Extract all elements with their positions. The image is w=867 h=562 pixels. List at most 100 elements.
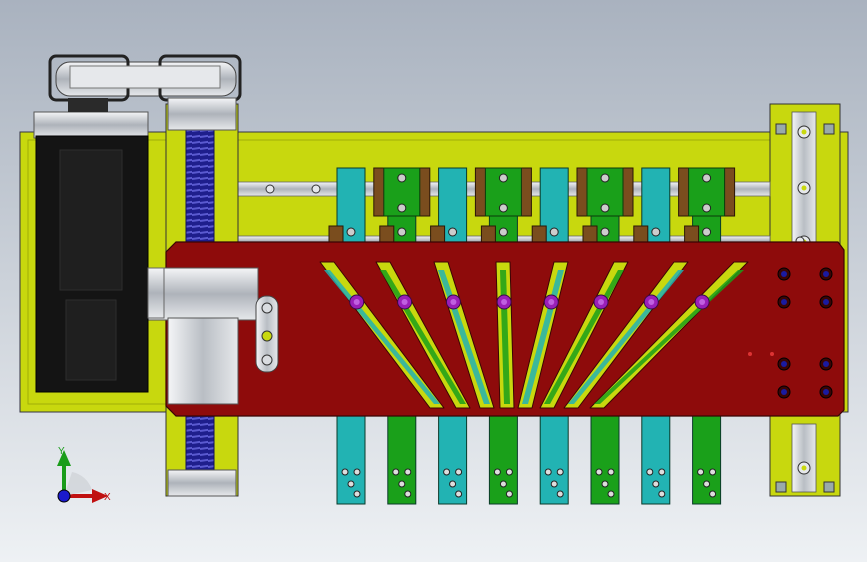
finger-hole — [505, 468, 513, 476]
cam-plate-bolt-head — [781, 271, 787, 277]
carriage-bolt — [702, 173, 712, 183]
rail-bolt — [265, 184, 275, 194]
cam-plate-bolt-head — [781, 299, 787, 305]
finger-hole — [404, 468, 412, 476]
finger-bolt — [651, 227, 661, 237]
finger-bolt — [600, 227, 610, 237]
right-rail-lower — [791, 423, 817, 493]
triad-arc-icon — [64, 472, 92, 496]
axis-x-label: X — [104, 492, 111, 503]
column-screw — [775, 481, 787, 493]
column-screw — [823, 123, 835, 135]
cam-follower-pin-core — [699, 299, 706, 305]
finger-hole — [544, 468, 552, 476]
carriage-bolt — [702, 203, 712, 213]
finger-hole — [709, 468, 717, 476]
finger-hole — [607, 490, 615, 498]
finger-hole — [392, 468, 400, 476]
finger-bolt — [448, 227, 458, 237]
cam-plate-bolt-head — [781, 361, 787, 367]
finger-hole — [709, 490, 717, 498]
axis-y-arrowhead-icon — [57, 450, 71, 466]
right-rail-upper — [791, 111, 817, 243]
coordinate-triad: Y X — [57, 446, 111, 503]
finger-hole — [658, 468, 666, 476]
finger-lower — [387, 415, 417, 505]
lower-slider-tab — [328, 225, 344, 243]
finger-hole — [449, 480, 457, 488]
rail-bolt — [311, 184, 321, 194]
finger-hole — [697, 468, 705, 476]
finger-bolt — [549, 227, 559, 237]
screw-top-bearing — [167, 97, 237, 131]
link-bolt — [261, 302, 273, 314]
carriage-bolt — [397, 203, 407, 213]
finger-bolt — [498, 227, 508, 237]
cam-plate-bolt-head — [823, 299, 829, 305]
finger-hole — [658, 490, 666, 498]
servo-motor-fin — [59, 149, 123, 291]
right-rail-bolt-core — [801, 465, 807, 471]
finger-hole — [499, 480, 507, 488]
column-screw — [823, 481, 835, 493]
motor-shaft-coupling — [68, 98, 108, 112]
finger-assembly — [328, 167, 736, 505]
finger-bolt — [346, 227, 356, 237]
finger-hole — [455, 490, 463, 498]
right-rail-bolt-core — [801, 185, 807, 191]
lower-slider-tab — [633, 225, 649, 243]
finger-lower — [336, 415, 366, 505]
finger-hole — [550, 480, 558, 488]
cam-plate-marker — [748, 352, 752, 356]
finger-hole — [646, 468, 654, 476]
finger-hole — [341, 468, 349, 476]
cam-follower-pin-core — [548, 299, 555, 305]
cam-pins — [349, 294, 710, 310]
finger-bolt — [397, 227, 407, 237]
finger-hole — [404, 490, 412, 498]
servo-motor-fin — [65, 299, 117, 381]
finger-hole — [556, 490, 564, 498]
finger-lower — [692, 415, 722, 505]
lower-slider-tab — [684, 225, 700, 243]
finger-lower — [641, 415, 671, 505]
finger-hole — [347, 480, 355, 488]
axis-y-label: Y — [58, 446, 65, 457]
finger-hole — [455, 468, 463, 476]
cam-plate-bolt-head — [823, 361, 829, 367]
cam-follower-pin-core — [648, 299, 655, 305]
carriage-bolt — [498, 173, 508, 183]
cam-follower-pin-core — [598, 299, 605, 305]
finger-hole — [652, 480, 660, 488]
cam-plate-bolt-head — [781, 389, 787, 395]
cam-plate-bolts — [748, 267, 833, 399]
cam-follower-pin-core — [450, 299, 457, 305]
cam-plate-bolt-head — [823, 389, 829, 395]
cam-follower-pin-core — [353, 299, 360, 305]
link-bolt — [261, 354, 273, 366]
cam-plate-marker — [770, 352, 774, 356]
lower-slider-tab — [430, 225, 446, 243]
cam-follower-pin-core — [501, 299, 508, 305]
motor-connector-bracket — [147, 267, 165, 319]
screw-nut-block — [145, 267, 259, 321]
finger-hole — [601, 480, 609, 488]
finger-hole — [443, 468, 451, 476]
screw-bottom-bearing — [167, 469, 237, 497]
cam-follower-pin-core — [401, 299, 408, 305]
finger-bolt — [702, 227, 712, 237]
lower-slider-tab — [531, 225, 547, 243]
servo-motor-flange — [33, 111, 149, 139]
finger-hole — [505, 490, 513, 498]
lower-slider-tab — [379, 225, 395, 243]
carriage-bolt — [600, 203, 610, 213]
finger-hole — [493, 468, 501, 476]
cam-plate-bolt-head — [823, 271, 829, 277]
belt-cover — [69, 65, 221, 89]
axis-x-arrowhead-icon — [92, 489, 108, 503]
finger-lower — [539, 415, 569, 505]
carriage-bolt — [600, 173, 610, 183]
finger-lower — [438, 415, 468, 505]
